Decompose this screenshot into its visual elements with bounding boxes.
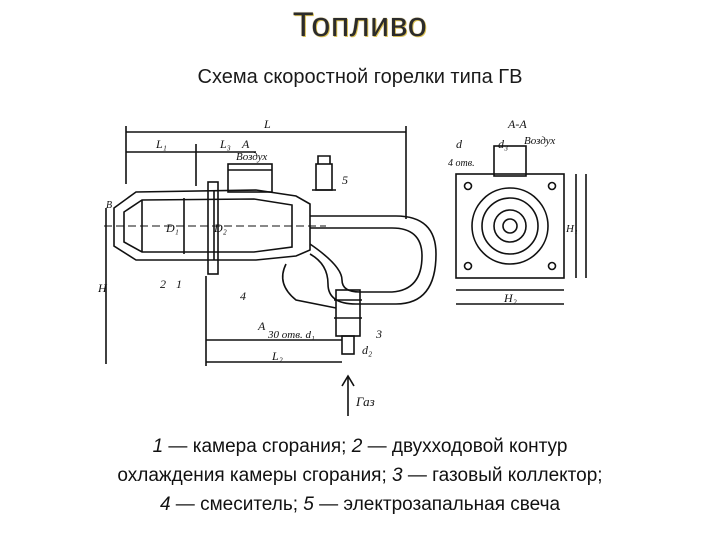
label-d3: d₃ bbox=[498, 137, 508, 151]
legend-text-2: — двухходовой контур bbox=[362, 436, 568, 457]
label-H: H bbox=[97, 281, 108, 295]
slide-title: Топливо bbox=[292, 6, 428, 44]
legend-num-3: 3 bbox=[392, 465, 403, 486]
legend-line-3: 4 — смеситель; 5 — электрозапальная свеч… bbox=[0, 490, 720, 519]
gas-collector bbox=[335, 289, 361, 337]
section-inner-ring bbox=[493, 209, 527, 243]
section-core bbox=[502, 218, 518, 234]
section-air-inlet bbox=[493, 145, 527, 177]
label-gas: Газ bbox=[355, 394, 375, 409]
legend-text-3: — газовый коллектор; bbox=[402, 465, 603, 486]
bolt-hole-3 bbox=[463, 261, 473, 271]
bolt-hole-1 bbox=[463, 181, 473, 191]
label-L: L bbox=[263, 117, 271, 131]
label-air-left: Воздух bbox=[236, 151, 267, 163]
spark-plug bbox=[315, 163, 333, 191]
legend-line-2: охлаждения камеры сгорания; 3 — газовый … bbox=[0, 461, 720, 490]
label-A-bottom: A bbox=[257, 319, 266, 333]
legend-line-1: 1 — камера сгорания; 2 — двухходовой кон… bbox=[0, 432, 720, 461]
label-H2: H₂ bbox=[503, 291, 517, 305]
section-plate bbox=[455, 173, 565, 279]
label-A-top: A bbox=[241, 137, 250, 151]
legend-num-1: 1 bbox=[152, 436, 164, 457]
air-inlet bbox=[227, 163, 273, 193]
section-outer-ring bbox=[471, 187, 549, 265]
legend-text-4: — смеситель; bbox=[170, 494, 304, 515]
label-air-right: Воздух bbox=[524, 135, 555, 147]
label-section: А-А bbox=[507, 117, 527, 131]
mixer-pipe bbox=[281, 263, 337, 309]
spark-plug-top bbox=[317, 155, 331, 164]
combustion-chamber-outline bbox=[113, 189, 311, 261]
label-num-2: 2 bbox=[160, 277, 166, 291]
label-L3: L₃ bbox=[219, 137, 231, 151]
legend-text-2b: охлаждения камеры сгорания; bbox=[117, 465, 393, 486]
bolt-hole-2 bbox=[547, 181, 557, 191]
label-L1: L₁ bbox=[155, 137, 167, 151]
label-num-3: 3 bbox=[375, 327, 382, 341]
gas-arrow-head bbox=[341, 374, 355, 387]
label-num-1: 1 bbox=[176, 277, 182, 291]
legend-num-4: 4 bbox=[159, 494, 171, 515]
label-H1: H₁ bbox=[565, 223, 578, 235]
burner-schematic: L L₁ L₃ A Воздух А-А d d₃ Воздух 4 отв. … bbox=[97, 117, 587, 416]
label-holes30: 30 отв. d₁ bbox=[267, 329, 315, 341]
legend-num-5: 5 bbox=[303, 494, 314, 515]
label-D2: D₂ bbox=[213, 221, 227, 235]
cooling-loop-inner bbox=[309, 227, 423, 293]
label-holes: 4 отв. bbox=[448, 158, 475, 169]
section-mid-ring bbox=[481, 197, 539, 255]
label-num-4: 4 bbox=[240, 289, 246, 303]
bolt-hole-4 bbox=[547, 261, 557, 271]
slide-subtitle: Схема скоростной горелки типа ГВ bbox=[197, 66, 523, 88]
inner-liner bbox=[123, 198, 293, 253]
cooling-loop-outer bbox=[309, 215, 437, 305]
gas-nozzle bbox=[341, 335, 355, 355]
label-d2: d₂ bbox=[362, 343, 372, 357]
legend-num-2: 2 bbox=[351, 436, 363, 457]
flange bbox=[207, 181, 219, 275]
legend-text-5: — электрозапальная свеча bbox=[313, 494, 561, 515]
label-d: d bbox=[456, 137, 463, 151]
label-num-5: 5 bbox=[342, 173, 348, 187]
label-L2: L₂ bbox=[271, 349, 283, 363]
label-B: B bbox=[106, 200, 112, 211]
legend-text-1: — камера сгорания; bbox=[163, 436, 352, 457]
legend-caption: 1 — камера сгорания; 2 — двухходовой кон… bbox=[0, 432, 720, 519]
label-D1: D₁ bbox=[165, 221, 179, 235]
